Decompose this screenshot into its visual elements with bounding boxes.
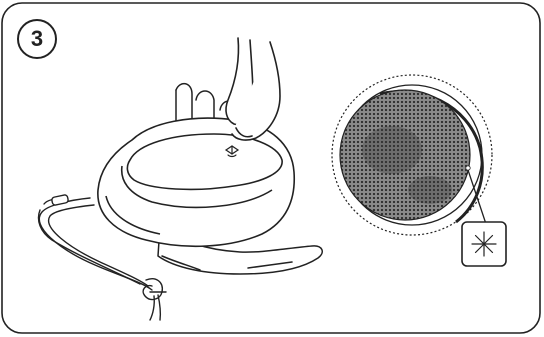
speaker-top-face xyxy=(126,133,283,191)
speaker xyxy=(97,117,296,247)
step-number: 3 xyxy=(30,26,44,51)
led-dot xyxy=(465,165,471,171)
step-number-badge: 3 xyxy=(17,19,57,59)
lanyard-strap xyxy=(37,194,167,321)
panel-frame xyxy=(1,2,541,334)
speaker-grille xyxy=(339,89,471,221)
speaker-button-icon xyxy=(224,145,240,158)
led-flash-icon xyxy=(471,231,497,257)
callout-line xyxy=(467,169,487,225)
pressing-finger xyxy=(225,37,281,141)
